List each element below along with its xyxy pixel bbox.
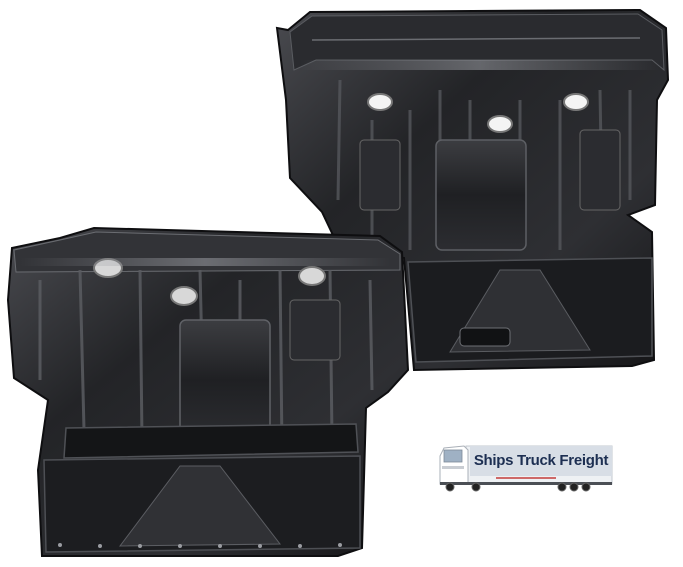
badge-label: Ships Truck Freight (470, 446, 612, 476)
floor-pan-top-right (275, 8, 670, 372)
floor-pan-bottom-left (6, 226, 410, 557)
